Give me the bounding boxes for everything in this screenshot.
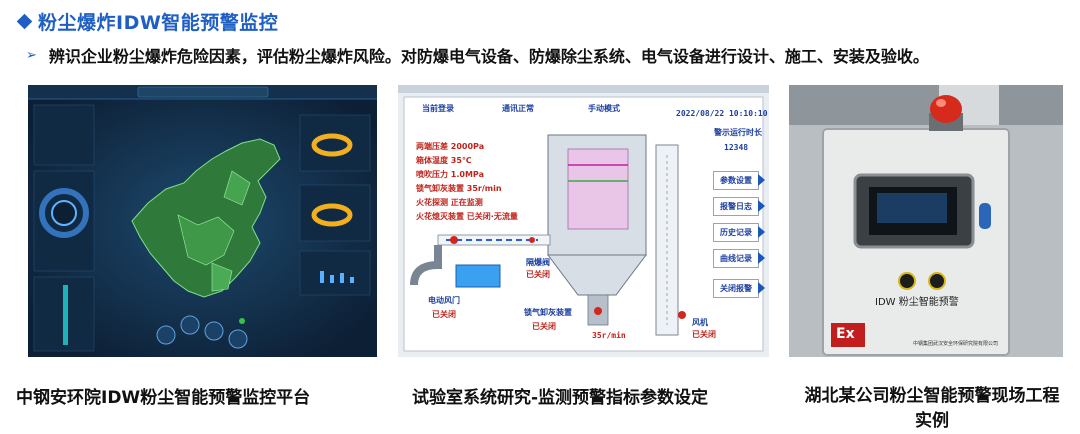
param-pressure-diff: 两端压差 2000Pa [416, 142, 485, 151]
label-door-state: 已关闭 [432, 310, 456, 319]
process-diagram [398, 85, 769, 352]
label-valve: 隔爆阀 [526, 258, 550, 267]
param-box-temp: 箱体温度 35℃ [416, 156, 472, 165]
caption-lab: 试验室系统研究-监测预警指标参数设定 [412, 388, 709, 408]
cabinet-illustration [789, 85, 1063, 357]
label-valve-state: 已关闭 [526, 270, 550, 279]
maker-label: 中钢集团武汉安全环保研究院有限公司 [913, 341, 999, 347]
status-login: 当前登录 [422, 104, 454, 113]
bullet-text: 辨识企业粉尘爆炸危险因素，评估粉尘爆炸风险。对防爆电气设备、防爆除尘系统、电气设… [48, 47, 929, 66]
platform-dashboard-image [28, 85, 377, 357]
bullet-row: ➢ 辨识企业粉尘爆炸危险因素，评估粉尘爆炸风险。对防爆电气设备、防爆除尘系统、电… [26, 43, 929, 67]
label-fan: 风机 [692, 318, 708, 327]
diamond-bullet-icon [16, 13, 33, 30]
btn-close-alarm[interactable]: 关闭报警 [713, 279, 765, 298]
label-fan-state: 已关闭 [692, 330, 716, 339]
btn-history[interactable]: 历史记录 [713, 223, 765, 242]
caption-field: 湖北某公司粉尘智能预警现场工程实例 [804, 386, 1060, 431]
param-spark-extinguish: 火花熄灭装置 已关闭·无流量 [416, 212, 518, 221]
label-unloader-state: 已关闭 [532, 322, 556, 331]
field-installation-photo: IDW 粉尘智能预警 Ex 中钢集团武汉安全环保研究院有限公司 [789, 85, 1063, 357]
status-comm: 通讯正常 [502, 104, 534, 113]
section-heading: 粉尘爆炸IDW智能预警监控 [16, 8, 278, 35]
param-unloader: 锁气卸灰装置 35r/min [416, 184, 502, 193]
lab-system-screen-image: 当前登录 通讯正常 手动模式 2022/08/22 10:10:10 警示运行时… [398, 85, 769, 357]
label-speed: 35r/min [592, 331, 626, 340]
device-label: IDW 粉尘智能预警 [875, 297, 959, 308]
arrow-bullet-icon: ➢ [26, 47, 37, 63]
runtime-label: 警示运行时长 [714, 128, 762, 137]
dashboard-illustration [28, 85, 377, 357]
status-mode: 手动模式 [588, 104, 620, 113]
param-spray-pressure: 喷吹压力 1.0MPa [416, 170, 484, 179]
label-unloader: 锁气卸灰装置 [524, 308, 572, 317]
btn-alarm-log[interactable]: 报警日志 [713, 197, 765, 216]
runtime-value: 12348 [724, 143, 749, 152]
btn-curve[interactable]: 曲线记录 [713, 249, 765, 268]
section-title: 粉尘爆炸IDW智能预警监控 [38, 12, 279, 34]
caption-platform: 中钢安环院IDW粉尘智能预警监控平台 [16, 388, 311, 408]
label-door: 电动风门 [428, 296, 460, 305]
param-spark-detect: 火花探测 正在监测 [416, 198, 483, 207]
btn-param-settings[interactable]: 参数设置 [713, 171, 765, 190]
screen-datetime: 2022/08/22 10:10:10 [676, 109, 768, 118]
ex-mark: Ex [836, 326, 855, 342]
